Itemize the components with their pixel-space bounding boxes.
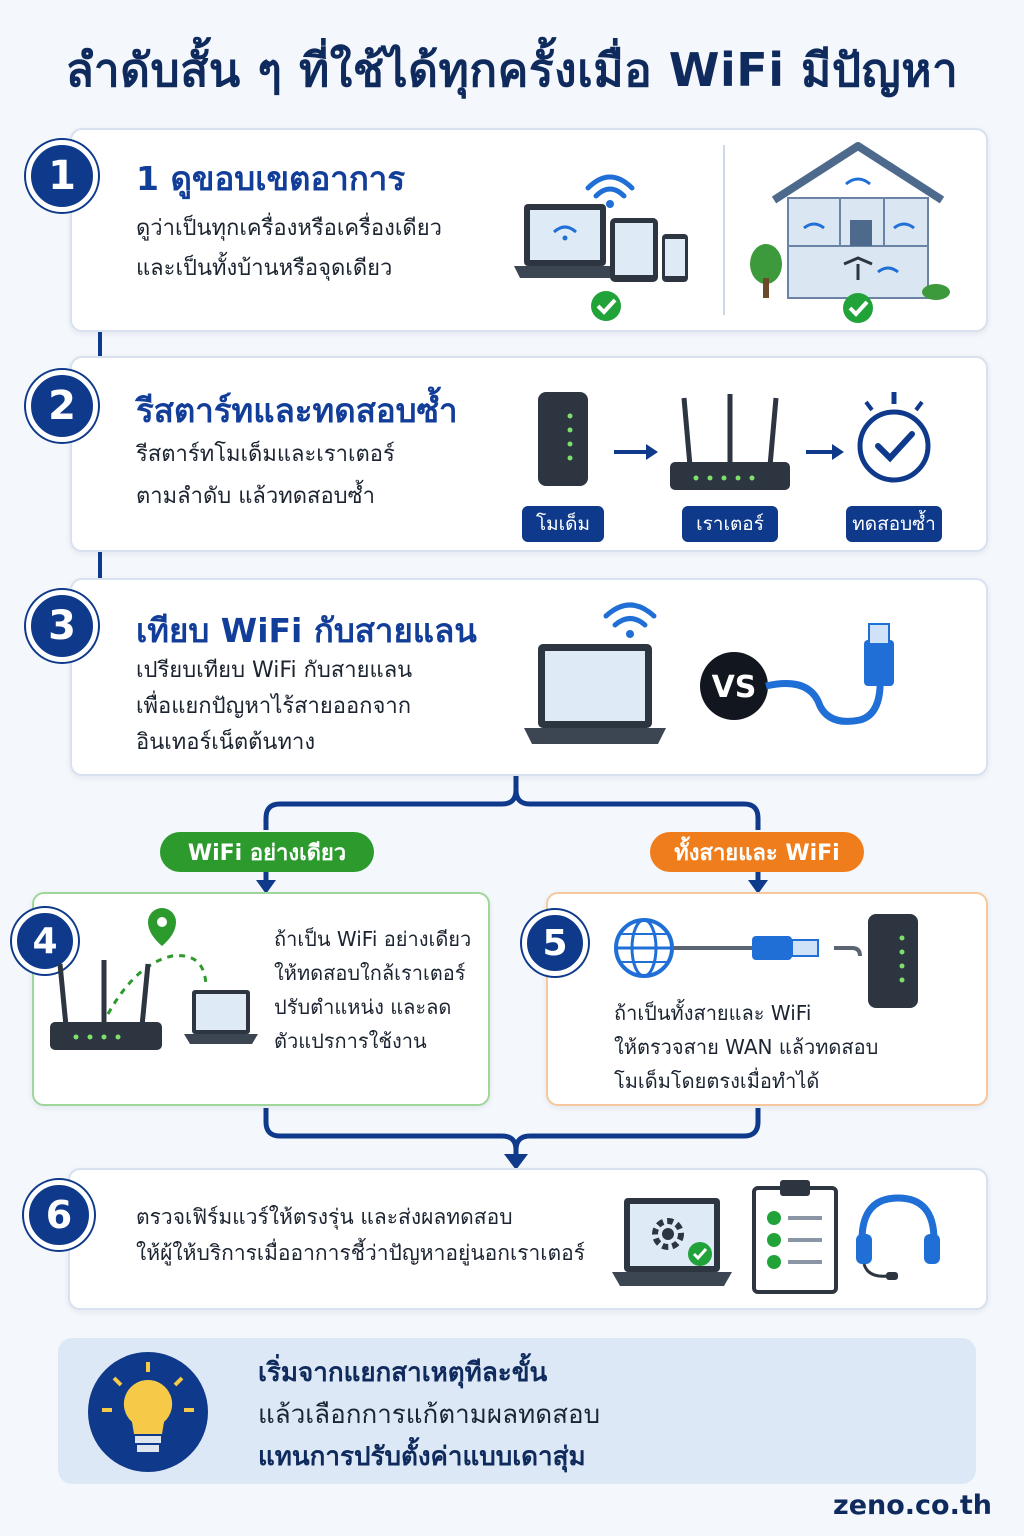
- step-4-line-4: ตัวแปรการใช้งาน: [274, 1029, 427, 1053]
- globe-icon: [614, 918, 674, 978]
- step-3-card: [70, 578, 988, 776]
- restart-sequence: [538, 392, 931, 490]
- brand-url[interactable]: zeno.co.th: [833, 1490, 992, 1521]
- headset-icon: [856, 1194, 940, 1280]
- step-1-line-1: ดูว่าเป็นทุกเครื่องหรือเครื่องเดียว: [136, 216, 442, 241]
- arrow-right-icon: [614, 444, 658, 460]
- gear-icon: [652, 1218, 684, 1250]
- laptop-icon: [184, 990, 258, 1044]
- wan-check-illustration: [614, 914, 918, 1008]
- router-icon: [670, 394, 790, 490]
- step-3-line-2: เพื่อแยกปัญหาไร้สายออกจาก: [136, 694, 412, 719]
- laptop-icon: [524, 644, 666, 744]
- wifi-icon: [585, 174, 635, 208]
- house-illustration: [750, 142, 950, 323]
- tip-line-1: เริ่มจากแยกสาเหตุทีละขั้น: [258, 1358, 548, 1388]
- step-2-title: รีสตาร์ทและทดสอบซ้ำ: [136, 391, 458, 430]
- router-near-laptop: [50, 908, 258, 1050]
- page-title: ลำดับสั้น ๆ ที่ใช้ได้ทุกครั้งเมื่อ WiFi …: [65, 43, 959, 97]
- step-4-line-2: ให้ทดสอบใกล้เราเตอร์: [274, 961, 466, 985]
- laptop-icon: [612, 1198, 732, 1286]
- tag-modem: โมเด็ม: [522, 506, 604, 542]
- wifi-vs-cable: [524, 602, 894, 744]
- step-3-line-1: เปรียบเทียบ WiFi กับสายแลน: [136, 658, 413, 683]
- divider: [723, 145, 725, 315]
- step-1-line-2: และเป็นทั้งบ้านหรือจุดเดียว: [136, 256, 393, 281]
- ethernet-cable-icon: [765, 623, 894, 725]
- location-pin-icon: [148, 908, 176, 946]
- step-6-line-1: ตรวจเฟิร์มแวร์ให้ตรงรุ่น และส่งผลทดสอบ: [136, 1205, 513, 1229]
- tablet-icon: [610, 218, 658, 282]
- step-5-line-2: ให้ตรวจสาย WAN แล้วทดสอบ: [614, 1035, 879, 1059]
- step-4-number: 4: [12, 908, 78, 974]
- laptop-icon: [514, 204, 616, 278]
- ethernet-cable-icon: [752, 936, 819, 960]
- step-4-card: [32, 892, 490, 1106]
- devices-illustration: [514, 174, 688, 321]
- phone-icon: [662, 234, 688, 282]
- vs-badge: VS: [711, 670, 757, 705]
- tag-retest: ทดสอบซ้ำ: [846, 506, 942, 542]
- step-3-number: 3: [26, 590, 98, 662]
- wifi-icon: [603, 602, 657, 638]
- step-4-line-3: ปรับตำแหน่ง และลด: [274, 995, 452, 1019]
- arrow-right-icon: [806, 444, 844, 460]
- label-wifi-only: WiFi อย่างเดียว: [160, 832, 374, 872]
- tip-box: [58, 1338, 976, 1484]
- tip-line-2: แล้วเลือกการแก้ตามผลทดสอบ: [258, 1400, 601, 1430]
- router-icon: [50, 960, 162, 1050]
- firmware-support-illustration: [612, 1180, 940, 1294]
- step-5-line-1: ถ้าเป็นทั้งสายและ WiFi: [614, 1001, 812, 1025]
- step-5-line-3: โมเด็มโดยตรงเมื่อทำได้: [614, 1069, 820, 1093]
- check-icon: [843, 293, 873, 323]
- house-icon: [771, 142, 945, 299]
- check-icon: [591, 291, 621, 321]
- step-6-line-2: ให้ผู้ให้บริการเมื่ออาการชี้ว่าปัญหาอยู่…: [136, 1241, 585, 1265]
- lightbulb-icon: [102, 1362, 194, 1452]
- step-3-line-3: อินเทอร์เน็ตต้นทาง: [136, 730, 316, 755]
- tree-icon: [750, 244, 950, 300]
- tip-line-3: แทนการปรับตั้งค่าแบบเดาสุ่ม: [258, 1442, 586, 1472]
- step-4-line-1: ถ้าเป็น WiFi อย่างเดียว: [274, 927, 472, 951]
- step-2-line-1: รีสตาร์ทโมเด็มและเราเตอร์: [136, 442, 395, 467]
- step-6-number: 6: [24, 1180, 94, 1250]
- step-1-number: 1: [26, 140, 98, 212]
- check-icon: [688, 1242, 712, 1266]
- step-2-line-2: ตามลำดับ แล้วทดสอบซ้ำ: [136, 484, 375, 509]
- stopwatch-icon: [857, 392, 931, 483]
- step-1-title: 1 ดูขอบเขตอาการ: [136, 159, 406, 198]
- lightbulb-badge: [88, 1352, 208, 1472]
- step-3-title: เทียบ WiFi กับสายแลน: [136, 611, 477, 650]
- modem-icon: [868, 914, 918, 1008]
- tag-router: เราเตอร์: [682, 506, 778, 542]
- label-cable-and-wifi: ทั้งสายและ WiFi: [650, 832, 864, 872]
- step-5-number: 5: [522, 910, 588, 976]
- modem-icon: [538, 392, 588, 486]
- step-2-number: 2: [26, 370, 98, 442]
- clipboard-icon: [752, 1180, 838, 1294]
